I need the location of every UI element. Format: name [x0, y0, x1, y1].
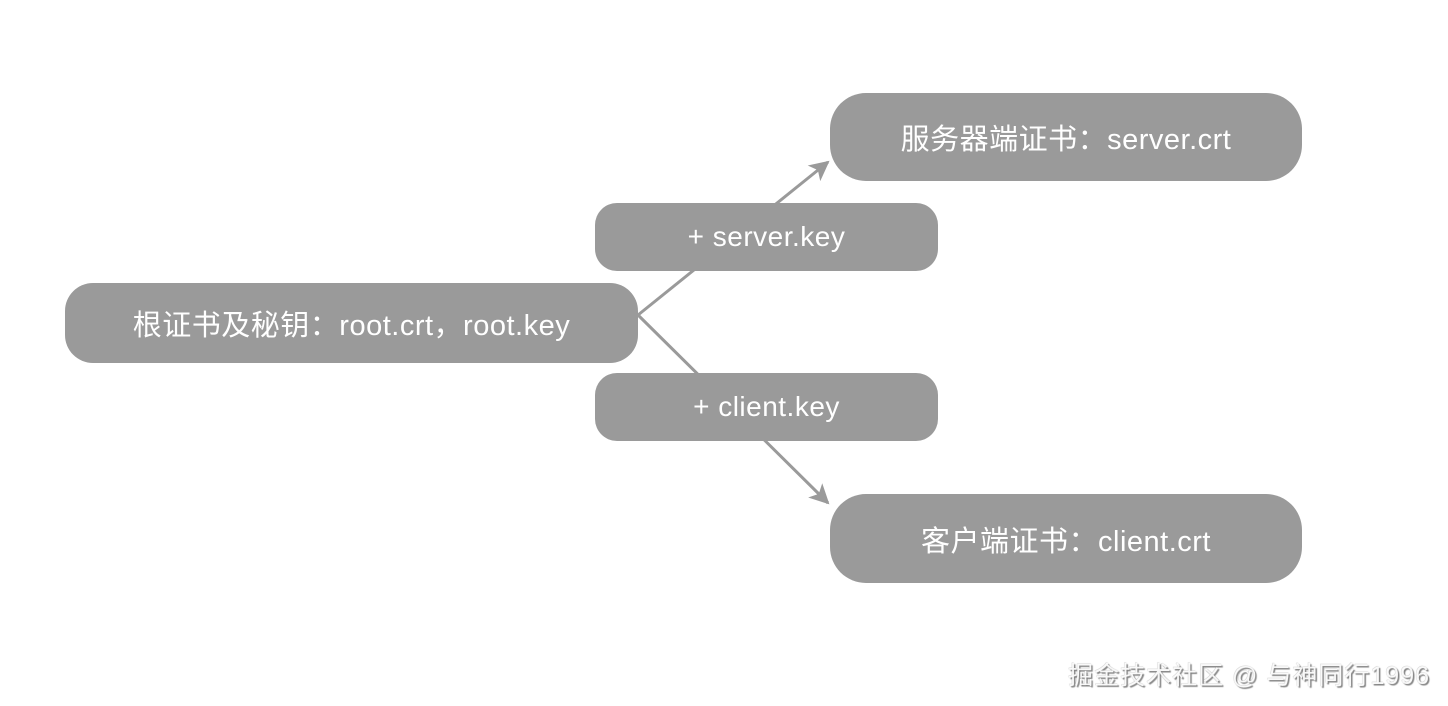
node-client-crt-label: 客户端证书：client.crt: [921, 525, 1211, 558]
node-server-crt-label: 服务器端证书：server.crt: [900, 124, 1232, 156]
watermark: 掘金技术社区 @ 与神同行1996: [1068, 656, 1430, 692]
node-client-key-label: + client.key: [693, 391, 840, 422]
node-server-key: + server.key: [595, 203, 938, 271]
node-server-key-label: + server.key: [687, 221, 846, 252]
watermark-text: 掘金技术社区 @ 与神同行1996: [1068, 662, 1430, 690]
node-root-cert: 根证书及秘钥：root.crt，root.key: [65, 283, 638, 363]
node-client-crt: 客户端证书：client.crt: [830, 494, 1302, 583]
node-root-cert-label: 根证书及秘钥：root.crt，root.key: [132, 310, 571, 342]
node-client-key: + client.key: [595, 373, 938, 441]
node-server-crt: 服务器端证书：server.crt: [830, 93, 1302, 181]
